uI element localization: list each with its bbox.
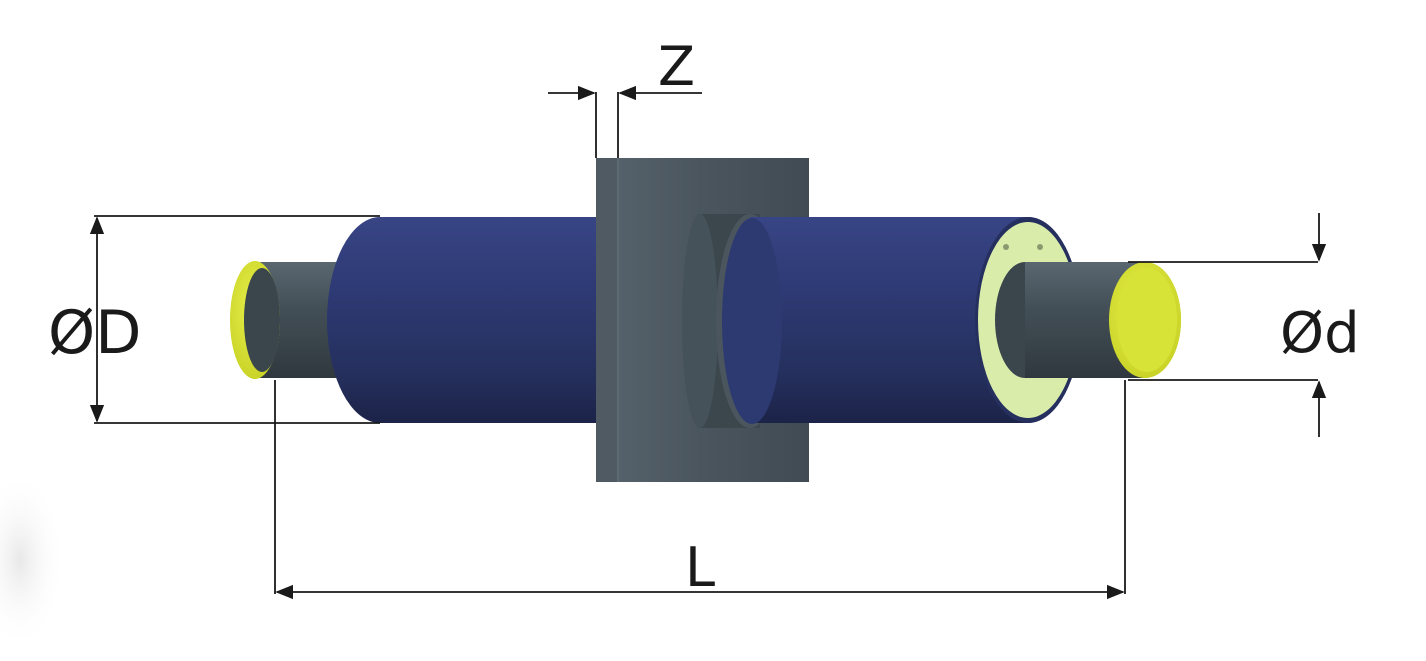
label-outer-diameter: ØD (48, 298, 142, 368)
label-inner-diameter: Ød (1280, 301, 1360, 366)
collar-front (682, 214, 1181, 428)
label-z: Z (658, 35, 695, 98)
background-smudge (0, 470, 65, 650)
label-length: L (685, 536, 716, 599)
dimension-outer-diameter (89, 215, 380, 424)
dimension-inner-diameter (1128, 213, 1327, 437)
left-jacket (327, 217, 600, 423)
dimension-length (274, 380, 1126, 600)
dimension-z (548, 85, 702, 158)
left-pipe-end (230, 261, 340, 379)
